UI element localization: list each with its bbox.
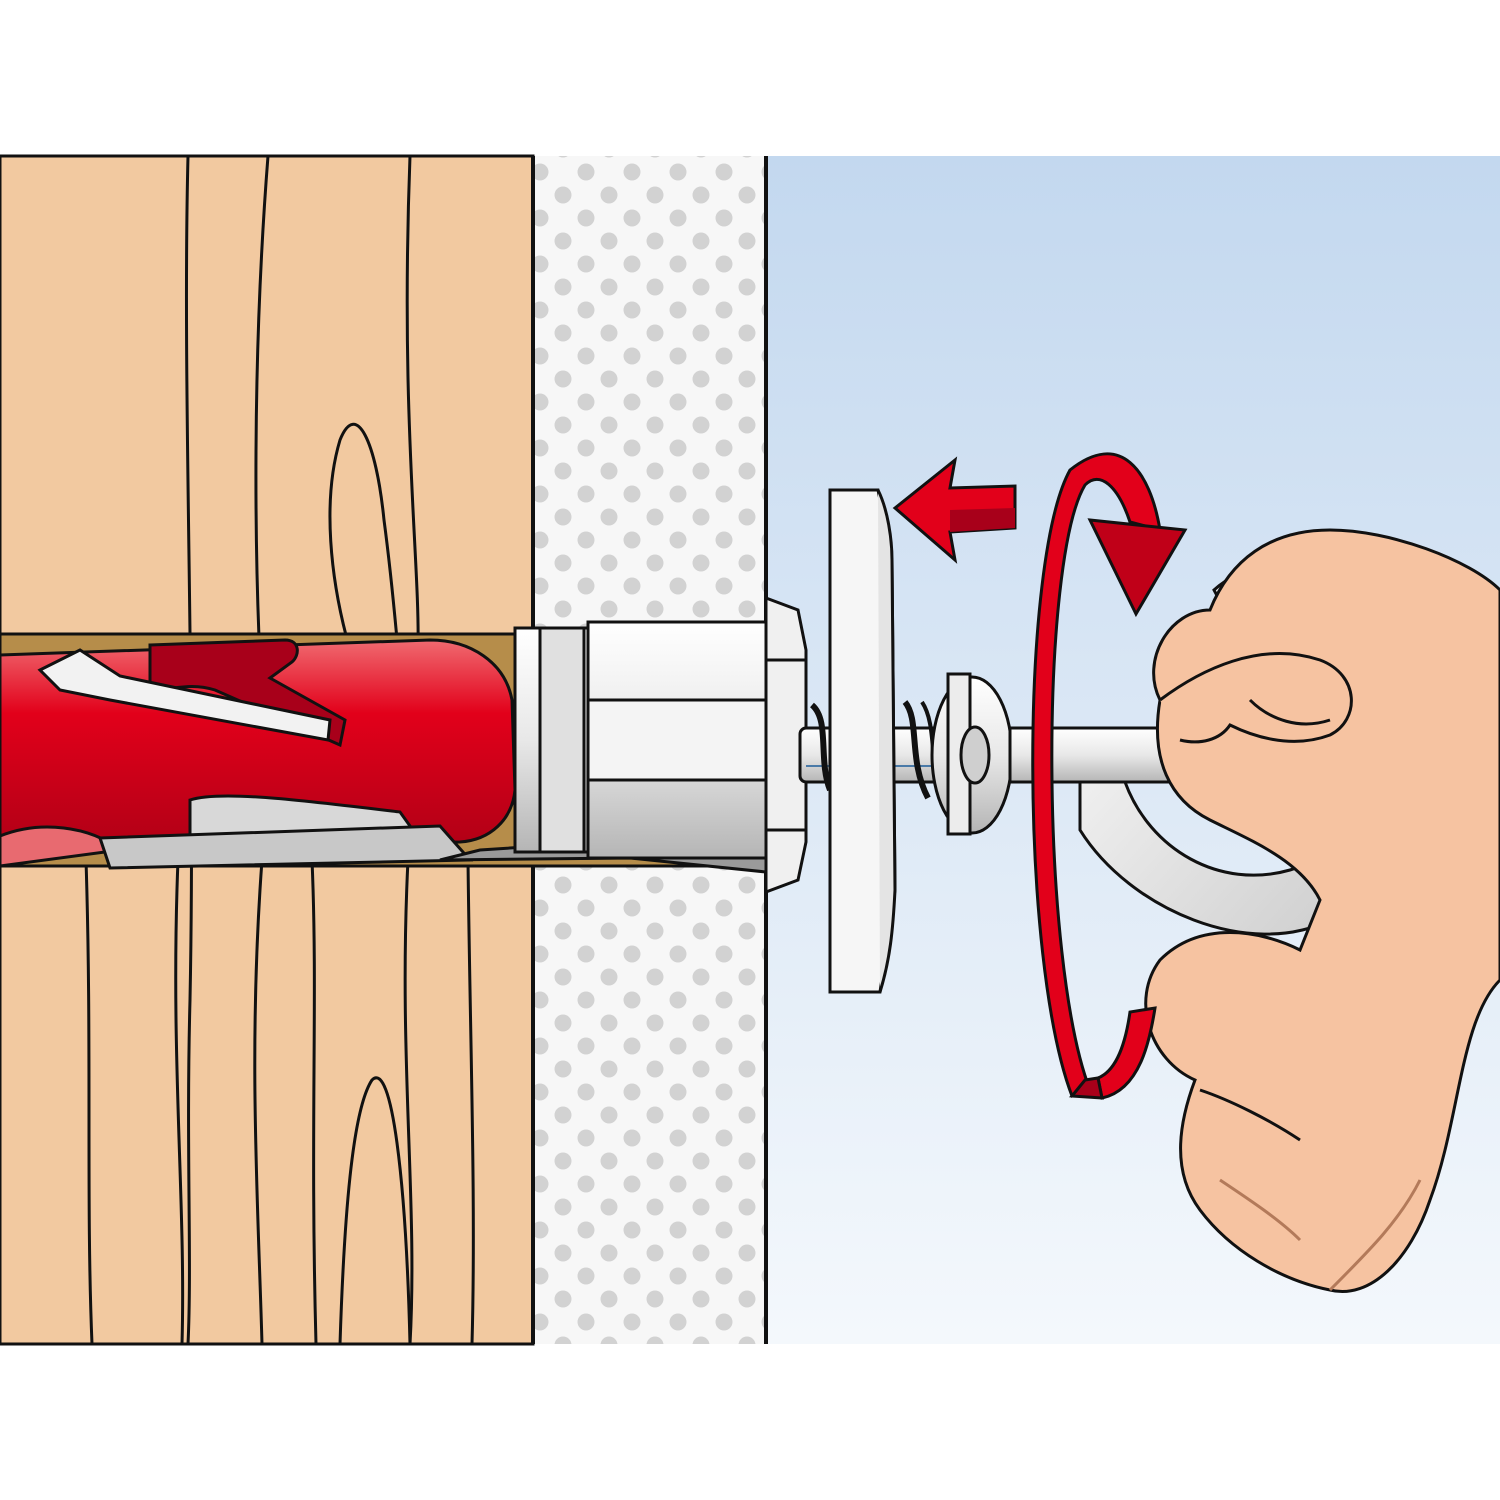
hand	[1144, 528, 1500, 1293]
wall-plug	[0, 638, 517, 870]
push-arrow-icon	[892, 456, 1017, 564]
nut	[930, 672, 1014, 836]
metal-sleeve	[439, 595, 808, 895]
rotate-arrow-icon	[1031, 452, 1188, 1100]
washer-disc	[828, 488, 897, 994]
